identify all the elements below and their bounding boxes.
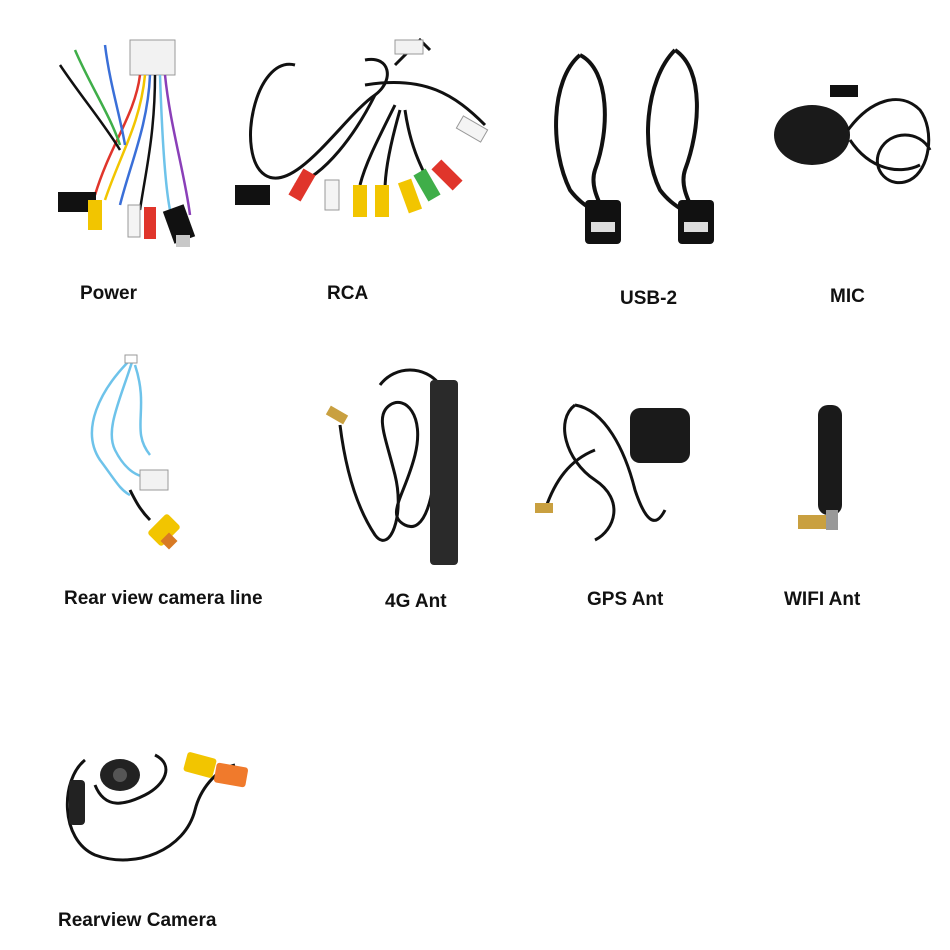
item-label: Power: [80, 283, 138, 304]
wifi-antenna-item: WIFI Ant: [784, 400, 910, 620]
mic-item: MIC: [770, 80, 940, 307]
item-label: USB-2: [620, 288, 678, 309]
item-label: 4G Ant: [385, 591, 447, 612]
usb-item: USB-2: [540, 40, 740, 309]
usb-cable-icon: [554, 48, 714, 244]
gps-antenna-icon: [535, 403, 690, 542]
4g-antenna-item: 4G Ant: [315, 355, 505, 620]
rca-item: RCA: [225, 35, 515, 304]
power-harness-item: Power: [50, 35, 210, 304]
wifi-antenna-icon: [798, 405, 842, 530]
camera-line-item: Rear view camera line: [60, 350, 300, 620]
item-label: MIC: [830, 286, 865, 307]
rearview-camera-item: Rearview Camera: [55, 740, 315, 940]
power-harness-icon: [58, 39, 196, 247]
gps-antenna-item: GPS Ant: [525, 390, 710, 620]
rca-cable-icon: [235, 37, 489, 217]
item-label: Rear view camera line: [64, 588, 263, 609]
microphone-icon: [774, 85, 932, 185]
item-label: RCA: [327, 283, 369, 304]
item-label: WIFI Ant: [784, 589, 861, 610]
4g-antenna-icon: [325, 368, 458, 565]
item-label: GPS Ant: [587, 589, 664, 610]
camera-line-icon: [90, 354, 180, 550]
rearview-camera-icon: [65, 752, 249, 862]
item-label: Rearview Camera: [58, 910, 217, 931]
